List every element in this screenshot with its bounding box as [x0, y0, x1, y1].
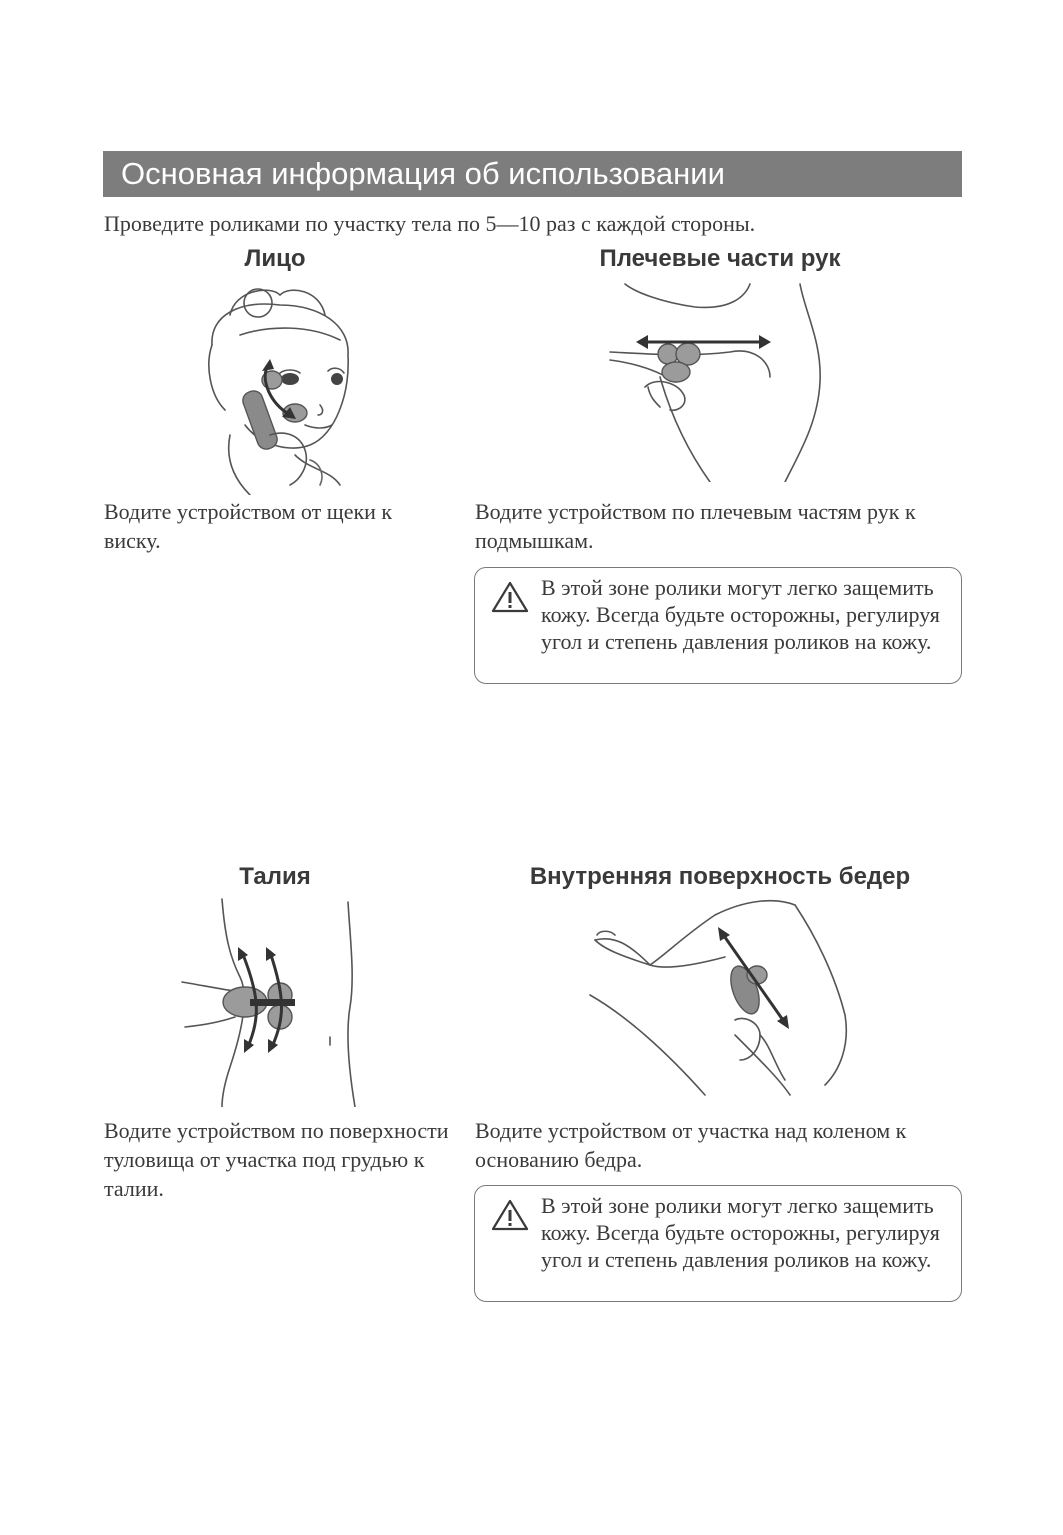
description-upper-arms: Водите устройством по плечевым частям ру… [475, 499, 916, 553]
upper-arm-illustration [609, 283, 821, 482]
warning-triangle-icon [491, 1199, 529, 1231]
intro-text: Проведите роликами по участку тела по 5—… [104, 211, 756, 236]
section-header: Основная информация об использовании [103, 151, 962, 197]
heading-face: Лицо [244, 245, 306, 272]
heading-waist: Талия [239, 863, 311, 890]
warning-triangle-icon [491, 581, 529, 613]
section-title: Основная информация об использовании [121, 156, 725, 191]
warning-text: В этой зоне ролики могут легко защемить … [541, 575, 940, 654]
warning-box: В этой зоне ролики могут легко защемить … [474, 567, 962, 684]
warning-text: В этой зоне ролики могут легко защемить … [541, 1193, 940, 1272]
warning-box: В этой зоне ролики могут легко защемить … [474, 1185, 962, 1302]
inner-thigh-illustration [589, 899, 848, 1096]
heading-inner-thighs: Внутренняя поверхность бедер [529, 863, 911, 890]
face-illustration [208, 288, 349, 495]
description-waist: Водите устройством по поверхности тулови… [104, 1118, 449, 1201]
description-inner-thighs: Водите устройством от участка над колено… [475, 1118, 907, 1172]
heading-upper-arms: Плечевые части рук [599, 245, 841, 272]
description-face: Водите устройством от щеки к виску. [104, 499, 393, 553]
waist-illustration [181, 898, 356, 1107]
